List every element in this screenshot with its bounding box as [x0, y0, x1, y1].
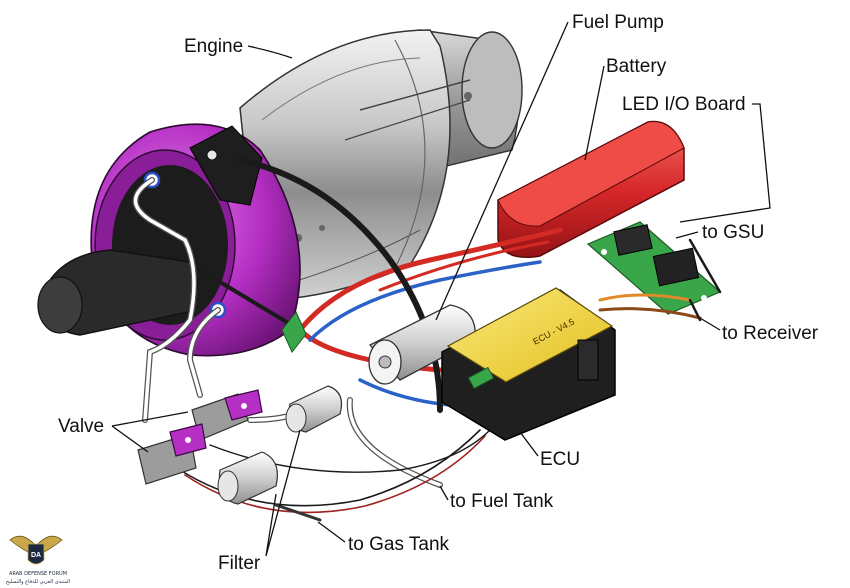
watermark-logo: DA ARAB DEFENSE FORUM المنتدى العربي للد… [6, 535, 70, 585]
label-to-gas-tank: to Gas Tank [348, 534, 450, 555]
label-led-io-board: LED I/O Board [622, 94, 746, 115]
label-valve: Valve [58, 416, 104, 437]
callout-to-receiver [699, 317, 721, 331]
watermark-line1: ARAB DEFENSE FORUM [9, 571, 67, 577]
fuel-pump [281, 304, 476, 385]
engine [37, 29, 523, 357]
filter-upper [285, 385, 343, 433]
watermark-initials: DA [31, 552, 41, 559]
watermark-line2: المنتدى العربي للدفاع والتسليح [6, 579, 70, 585]
callout-to-gsu [675, 231, 699, 239]
label-to-gsu: to GSU [702, 222, 764, 243]
label-to-fuel-tank: to Fuel Tank [450, 491, 554, 512]
callout-ecu [519, 431, 539, 457]
led-io-board [586, 221, 722, 315]
valve-upper [191, 389, 263, 441]
label-to-receiver: to Receiver [722, 323, 819, 344]
valve-lower [137, 423, 207, 485]
shield-icon [27, 543, 45, 565]
filters [217, 385, 343, 505]
callout-battery [584, 65, 605, 161]
ecu-unit: ECU - V4.5 [441, 287, 616, 441]
labels: Engine Fuel Pump Battery LED I/O Board t… [58, 12, 819, 574]
callout-fuel-pump [435, 21, 569, 321]
label-ecu: ECU [540, 449, 580, 470]
callout-engine [247, 45, 293, 59]
filter-lower [217, 451, 278, 505]
label-battery: Battery [606, 56, 667, 77]
callout-valve [111, 411, 189, 453]
valves [137, 389, 263, 485]
battery [497, 120, 685, 258]
label-filter: Filter [218, 553, 261, 574]
label-fuel-pump: Fuel Pump [572, 12, 664, 33]
label-engine: Engine [184, 36, 243, 57]
callout-lines [111, 21, 771, 557]
callout-to-fuel-tank [439, 485, 449, 501]
callout-to-gas-tank [317, 521, 346, 543]
callout-filter [265, 429, 301, 557]
callout-led-io-board [679, 103, 771, 223]
